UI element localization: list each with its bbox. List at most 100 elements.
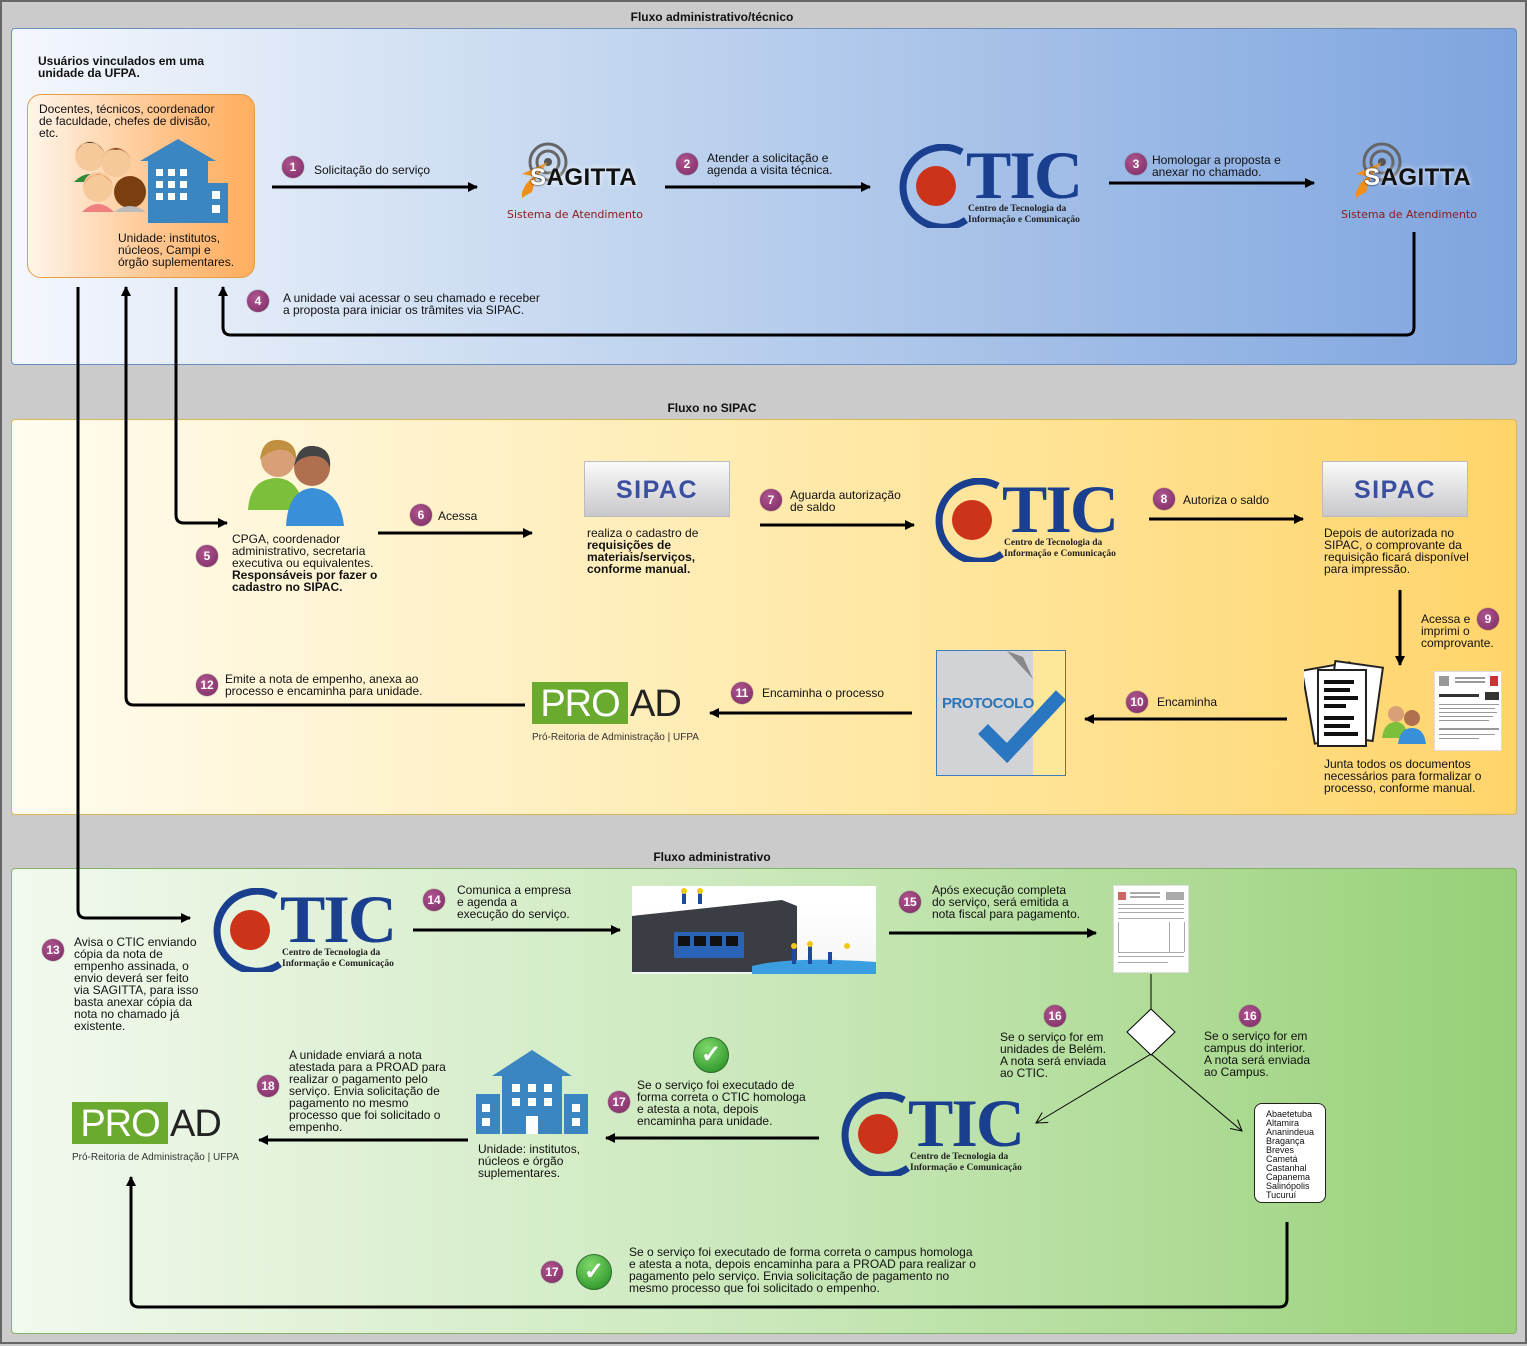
people-pair-small-icon [1382, 706, 1426, 744]
approved-check-icon: ✓ [576, 1254, 612, 1290]
users-heading-line: unidade da UFPA. [38, 66, 140, 80]
proad-ad: AD [630, 683, 682, 725]
router-workers-icon [632, 888, 876, 974]
step-badge-7: 7 [760, 489, 782, 511]
step11-label: Encaminha o processo [762, 686, 885, 700]
ctic-subtitle-1: Centro de Tecnologia da [1004, 538, 1103, 548]
campus-item: Castanhal [1266, 1163, 1307, 1173]
users-desc-line: Docentes, técnicos, coordenador [39, 102, 215, 116]
step-badge-18: 18 [257, 1075, 279, 1097]
ctic-title: TIC [966, 137, 1083, 213]
sipac-logo[interactable]: SIPAC [1322, 461, 1468, 517]
step-badge-10: 10 [1126, 691, 1148, 713]
sagitta-word: SAGITTA [530, 164, 638, 191]
users-heading-line: Usuários vinculados em uma [38, 54, 205, 68]
step-badge-5: 5 [196, 545, 218, 567]
building-icon [140, 139, 228, 223]
campus-item: Capanema [1266, 1172, 1311, 1182]
ctic-logo[interactable]: TIC Centro de Tecnologia da Informação e… [830, 1085, 1040, 1182]
campus-item: Altamira [1266, 1118, 1300, 1128]
protocolo-label: PROTOCOLO [942, 695, 1034, 712]
requisition-receipt-image [1434, 671, 1502, 751]
campus-list: Abaetetuba Altamira Ananindeua Bragança … [1254, 1103, 1326, 1203]
sagitta-subtitle: Sistema de Atendimento [1341, 208, 1477, 221]
sagitta-subtitle: Sistema de Atendimento [507, 208, 643, 221]
step-badge-3: 3 [1125, 153, 1147, 175]
step-badge-17-ctic: 17 [608, 1091, 630, 1113]
step-badge-4: 4 [247, 290, 269, 312]
invoice-lines-icon [1118, 892, 1185, 963]
proad-pro: PRO [72, 1102, 168, 1145]
target-arrow-icon [522, 142, 568, 198]
proad-subtitle: Pró-Reitoria de Administração | UFPA [72, 1152, 239, 1163]
documents-stack-icon [1304, 660, 1384, 747]
campus-item: Cametá [1266, 1154, 1298, 1164]
step-badge-13: 13 [42, 939, 64, 961]
step-badge-8: 8 [1153, 488, 1175, 510]
ctic-emblem-icon [213, 888, 283, 972]
proad-logo[interactable]: PRO AD Pró-Reitoria de Administração | U… [72, 1102, 242, 1163]
people-pair-icon [248, 439, 344, 526]
users-desc-line: etc. [39, 126, 59, 140]
step6-label: Acessa [438, 509, 478, 523]
ctic-logo[interactable]: TIC Centro de Tecnologia da Informação e… [202, 881, 412, 978]
step-badge-1: 1 [282, 156, 304, 178]
sagitta-logo[interactable]: SAGITTA Sistema de Atendimento [1336, 142, 1496, 222]
proad-subtitle: Pró-Reitoria de Administração | UFPA [532, 732, 699, 743]
step-badge-15: 15 [899, 891, 921, 913]
campus-item: Abaetetuba [1266, 1109, 1313, 1119]
ctic-subtitle-1: Centro de Tecnologia da [910, 1152, 1009, 1162]
step-badge-2: 2 [676, 153, 698, 175]
ctic-emblem-icon [841, 1092, 911, 1176]
ctic-title: TIC [908, 1085, 1025, 1161]
step-badge-11: 11 [731, 682, 753, 704]
section-title-sipac: Fluxo no SIPAC [667, 401, 757, 415]
users-heading: Usuários vinculados em uma unidade da UF… [38, 55, 204, 79]
step10-label: Encaminha [1157, 695, 1218, 709]
sagitta-logo[interactable]: SAGITTA Sistema de Atendimento [502, 142, 662, 222]
checkmark-icon [978, 690, 1065, 764]
ctic-subtitle-2: Informação e Comunicação [968, 215, 1080, 225]
unit-desc-line: Unidade: institutos, [118, 231, 221, 245]
protocolo-page [937, 651, 1033, 775]
network-service-image [632, 886, 876, 974]
receipt-lines-icon [1439, 676, 1499, 739]
step-badge-16-belem: 16 [1044, 1005, 1066, 1027]
sipac-logo[interactable]: SIPAC [584, 461, 730, 517]
approved-check-icon: ✓ [693, 1037, 729, 1073]
campus-item: Ananindeua [1266, 1127, 1315, 1137]
step17-campus-label: Se o serviço foi executado de forma corr… [629, 1245, 976, 1295]
target-arrow-icon [1356, 142, 1402, 198]
step-badge-12: 12 [196, 674, 218, 696]
campus-item: Breves [1266, 1145, 1295, 1155]
sagitta-word: SAGITTA [1364, 164, 1472, 191]
ctic-title: TIC [1002, 471, 1119, 547]
ctic-emblem-icon [935, 478, 1005, 562]
ctic-subtitle-2: Informação e Comunicação [282, 959, 394, 969]
ctic-emblem-icon [899, 144, 969, 228]
proad-logo[interactable]: PRO AD Pró-Reitoria de Administração | U… [532, 682, 702, 743]
protocolo-logo[interactable]: PROTOCOLO [936, 650, 1066, 776]
section-title-admin-tecnico: Fluxo administrativo/técnico [630, 10, 794, 24]
ctic-logo[interactable]: TIC Centro de Tecnologia da Informação e… [888, 137, 1098, 234]
ctic-logo[interactable]: TIC Centro de Tecnologia da Informação e… [924, 471, 1134, 568]
proad-ad: AD [170, 1103, 222, 1145]
step-badge-6: 6 [410, 504, 432, 526]
ctic-title: TIC [280, 881, 397, 957]
ctic-subtitle-1: Centro de Tecnologia da [968, 204, 1067, 214]
campus-item: Bragança [1266, 1136, 1305, 1146]
